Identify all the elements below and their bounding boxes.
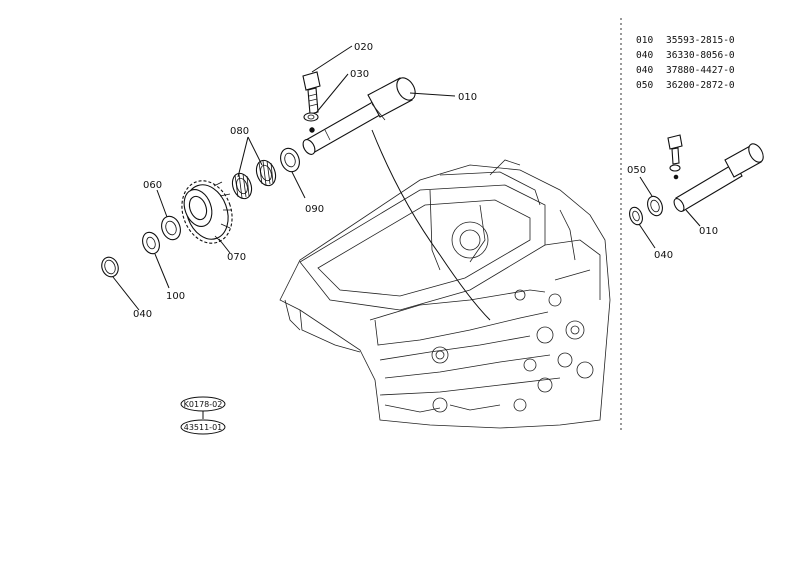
inset-snap-ring-040 [629,206,643,226]
lock-washer-030 [303,112,319,133]
parts-list-row: 040 37880-4427-0 [636,63,786,78]
callout-030: 030 [350,69,369,80]
leader-lines [112,45,456,311]
parts-list-row: 040 36330-8056-0 [636,48,786,63]
inset-leader-lines [638,176,701,249]
callout-010: 010 [458,92,477,103]
callout-020: 020 [354,42,373,53]
inset-bolt [667,134,683,180]
gear-070 [181,180,233,244]
inset-callout-010: 010 [699,226,718,237]
part-number: 35593-2815-0 [666,35,735,46]
alignment-line [371,129,491,321]
callout-040: 040 [133,309,152,320]
parts-list-row: 050 36200-2872-0 [636,78,786,93]
reference-code-2: 43511-01 [184,423,223,432]
shaft-010 [302,77,416,155]
bolt-020 [302,71,321,115]
part-number: 37880-4427-0 [666,65,735,76]
part-code: 010 [636,35,654,46]
thrust-washer-060 [161,215,181,241]
washer-100 [142,231,160,255]
part-code: 040 [636,65,654,76]
callout-080: 080 [230,126,249,137]
parts-list-row: 010 35593-2815-0 [636,33,786,48]
callout-100: 100 [166,291,185,302]
part-code: 050 [636,80,654,91]
needle-bearing-080-b [231,172,253,200]
thrust-washer-090 [280,147,300,173]
needle-bearing-080-a [255,159,277,187]
reference-stamp-2: 43511-01 [180,419,226,435]
part-number: 36200-2872-0 [666,80,735,91]
reference-stamp-1: K0178-02 [180,396,226,412]
inset-shaft-010 [673,143,764,212]
callout-070: 070 [227,252,246,263]
inset-callout-040: 040 [654,250,673,261]
snap-ring-040 [101,256,119,278]
reference-code-1: K0178-02 [184,400,223,409]
inset-callout-050: 050 [627,165,646,176]
callout-060: 060 [143,180,162,191]
part-code: 040 [636,50,654,61]
parts-list: 010 35593-2815-0 040 36330-8056-0 040 37… [636,33,786,93]
callout-090: 090 [305,204,324,215]
part-number: 36330-8056-0 [666,50,735,61]
inset-washer-050 [647,195,663,217]
transmission-housing [279,159,611,429]
